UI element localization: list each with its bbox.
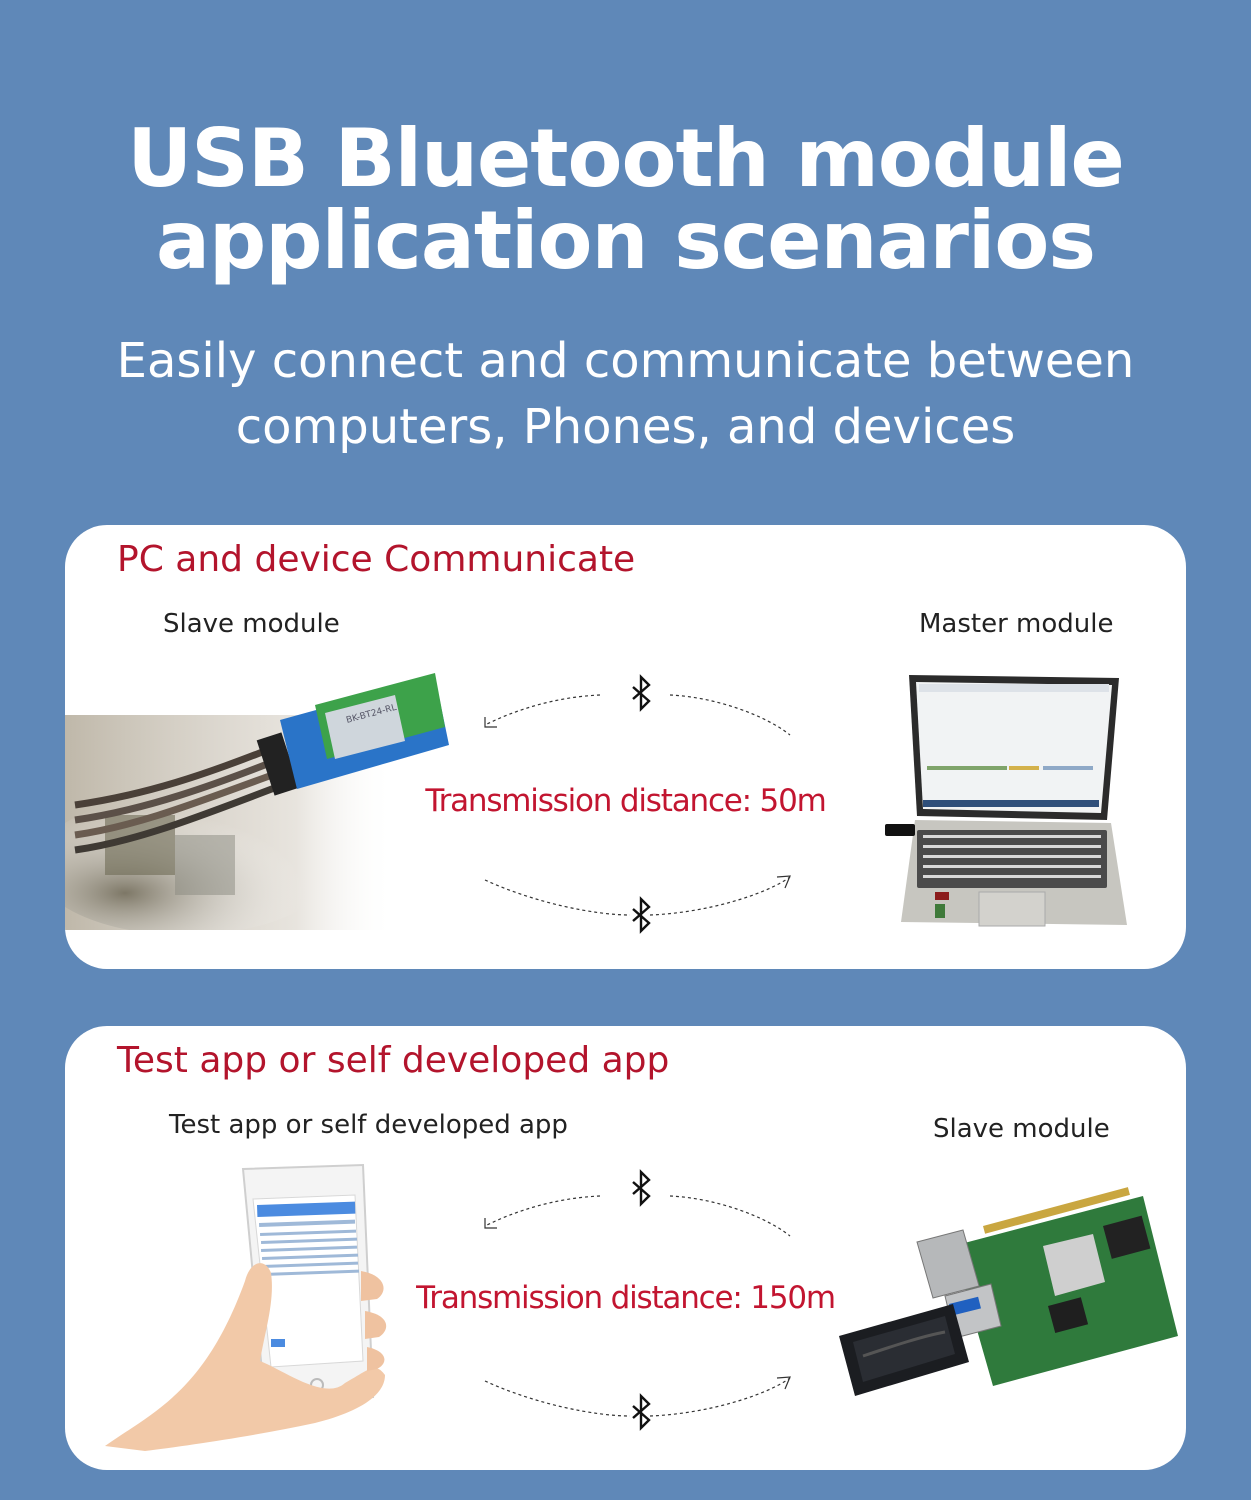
- bluetooth-icon: [632, 1169, 651, 1207]
- arrow-head-icon: [484, 717, 497, 728]
- test-app-label: Test app or self developed app: [169, 1110, 568, 1140]
- slave-module-label: Slave module: [933, 1114, 1110, 1144]
- curved-arrow-icon: [649, 876, 791, 916]
- bluetooth-module-board-image: BK-BT24-RL: [65, 673, 449, 930]
- card-heading: Test app or self developed app: [117, 1040, 670, 1081]
- curved-arrow-icon: [484, 694, 601, 726]
- bluetooth-icon: [632, 896, 651, 934]
- raspberry-pi-with-dongle-image: [839, 1187, 1178, 1396]
- phone-in-hand-image: [105, 1163, 387, 1451]
- master-module-label: Master module: [919, 609, 1114, 639]
- scenario-card-app: Test app or self developed app Test app …: [65, 1026, 1186, 1470]
- arrow-head-icon: [484, 1218, 497, 1229]
- bluetooth-icon: [632, 1393, 651, 1431]
- bluetooth-link-arrows: [484, 1169, 791, 1431]
- slave-module-label: Slave module: [163, 609, 340, 639]
- transmission-distance: Transmission distance: 50m: [425, 783, 826, 819]
- transmission-distance: Transmission distance: 150m: [416, 1280, 836, 1316]
- subtitle-line-2: computers, Phones, and devices: [235, 399, 1016, 455]
- curved-arrow-icon: [484, 1195, 601, 1227]
- card-heading: PC and device Communicate: [117, 539, 636, 580]
- bluetooth-link-arrows: [484, 674, 791, 934]
- curved-arrow-icon: [649, 1377, 791, 1417]
- arrow-head-icon: [776, 1376, 791, 1390]
- scenario-card-pc: PC and device Communicate Slave module M…: [65, 525, 1186, 969]
- laptop-image: [885, 675, 1127, 927]
- page-title: USB Bluetooth module application scenari…: [0, 118, 1251, 282]
- title-line-1: USB Bluetooth module: [127, 112, 1124, 205]
- usb-dongle-icon: [885, 824, 915, 836]
- bluetooth-icon: [632, 674, 651, 712]
- title-line-2: application scenarios: [156, 194, 1096, 287]
- arrow-head-icon: [776, 875, 791, 889]
- page-subtitle: Easily connect and communicate between c…: [0, 328, 1251, 460]
- subtitle-line-1: Easily connect and communicate between: [116, 333, 1135, 389]
